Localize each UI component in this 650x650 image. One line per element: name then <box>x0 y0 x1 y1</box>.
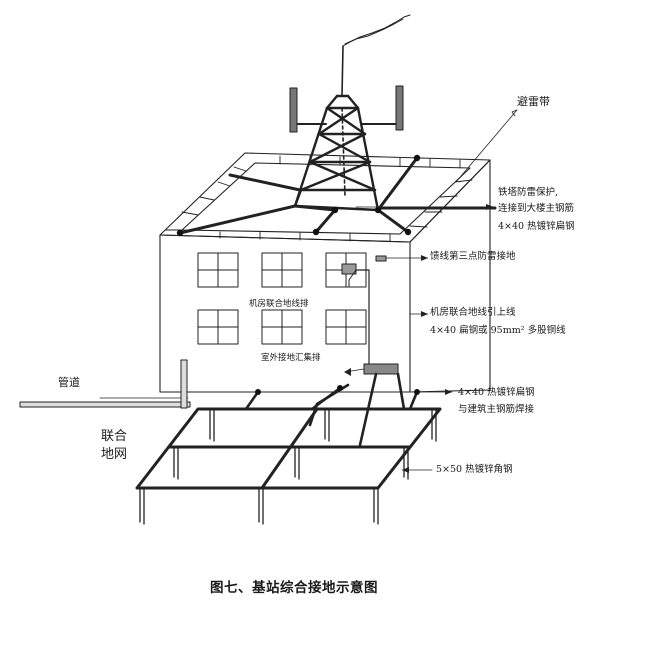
tower-rear-leg <box>341 107 346 197</box>
roof-parapet <box>181 162 471 235</box>
label-tower-protection-line2: 连接到大楼主钢筋 <box>498 203 575 214</box>
room-bus-bar <box>341 263 357 275</box>
label-flat-steel-line2: 与建筑主钢筋焊接 <box>458 404 535 415</box>
grid-weld-points <box>255 385 420 395</box>
label-room-bus: 机房联合地线排 <box>249 299 309 309</box>
ground-grid <box>135 407 442 490</box>
roof-weld-points <box>176 154 421 237</box>
figure-caption: 图七、基站综合接地示意图 <box>210 580 378 596</box>
angle-steel-rods <box>139 408 437 525</box>
lightning-rod <box>341 45 344 97</box>
leader-arrowheads <box>344 204 494 473</box>
label-lightning-belt: 避雷带 <box>517 95 550 108</box>
label-pipe: 管道 <box>58 376 80 389</box>
feeder-ground-bar <box>375 255 387 262</box>
building <box>159 152 491 393</box>
label-tower-protection-line3: 4×40 热镀锌扁钢 <box>498 221 575 232</box>
label-room-lead-line1: 机房联合地线引上线 <box>430 307 516 318</box>
label-flat-steel-line1: 4×40 热镀锌扁钢 <box>458 387 535 398</box>
antenna-left <box>289 87 298 133</box>
outdoor-bus-bar <box>363 363 399 375</box>
label-tower-protection-line1: 铁塔防雷保护, <box>498 187 559 198</box>
iron-tower <box>293 94 380 212</box>
building-side-wall <box>409 159 491 393</box>
label-grid-line1: 联合 <box>101 429 128 444</box>
room-down-lead <box>355 269 370 365</box>
building-roof <box>159 152 491 243</box>
label-angle-steel: 5×50 热镀锌角钢 <box>436 464 513 475</box>
label-feeder-ground: 馈线第三点防雷接地 <box>430 251 516 262</box>
pipe <box>19 359 191 409</box>
grid-lead-conductors <box>244 372 419 447</box>
antenna-right <box>395 85 404 131</box>
label-room-lead-line2: 4×40 扁钢或 95mm² 多股铜线 <box>430 325 566 336</box>
label-outdoor-bus: 室外接地汇集排 <box>261 353 321 363</box>
roof-conductors <box>178 156 497 235</box>
label-grid-line2: 地网 <box>101 447 128 462</box>
